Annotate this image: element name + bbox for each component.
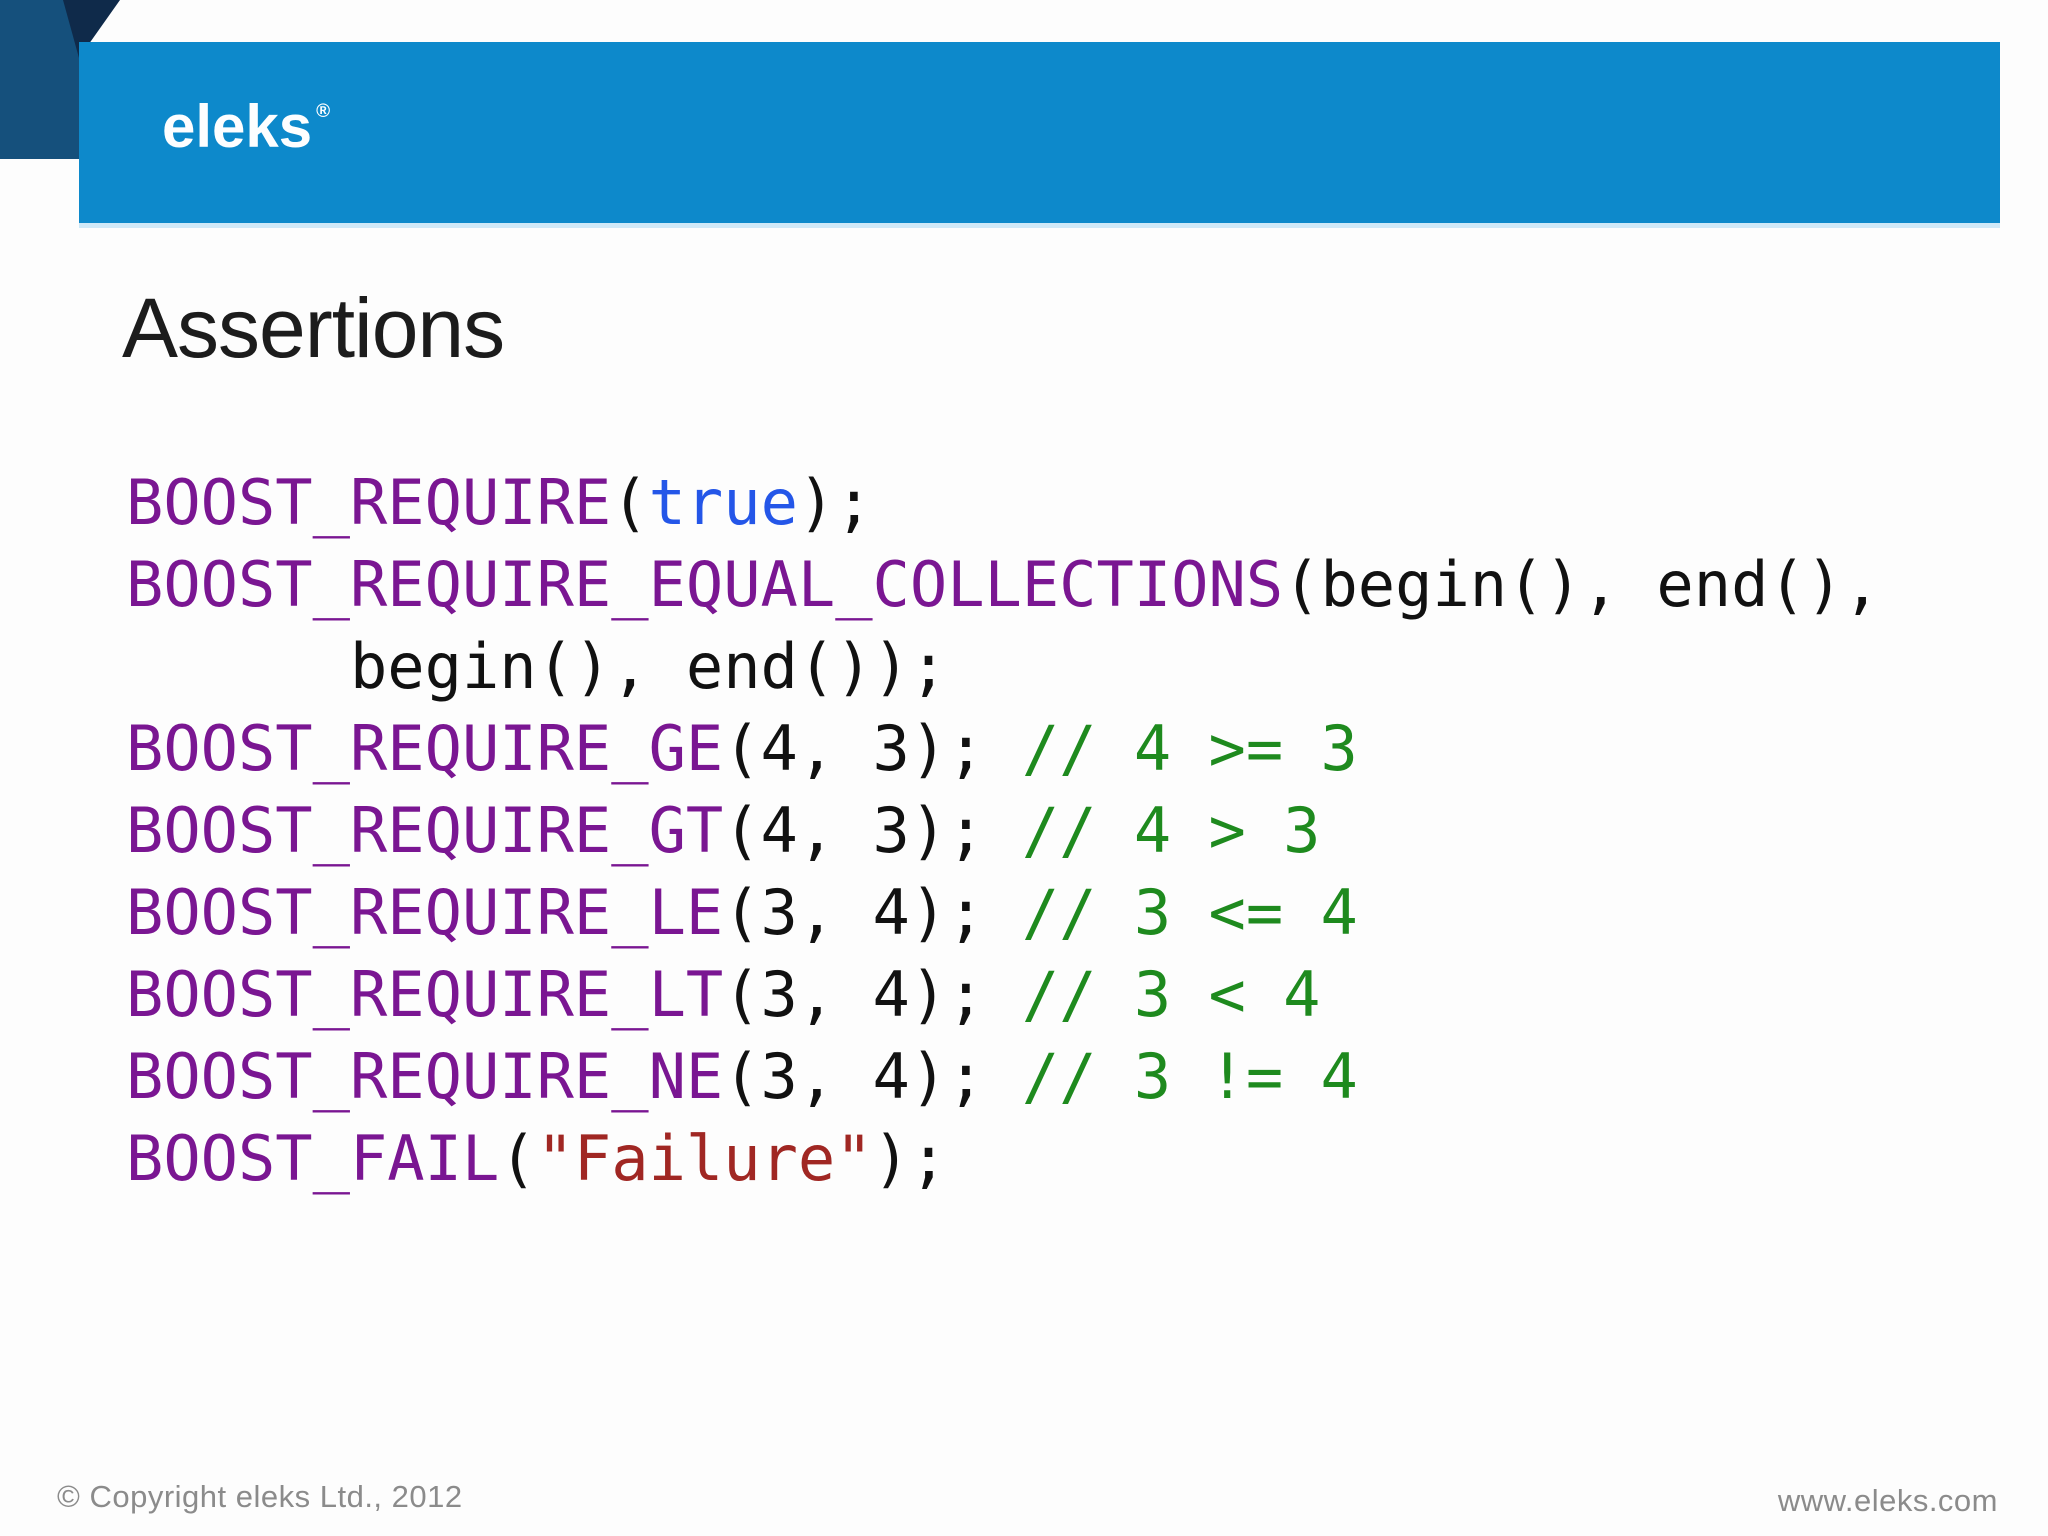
code-block: BOOST_REQUIRE(true);BOOST_REQUIRE_EQUAL_… — [126, 462, 1880, 1200]
code-line: BOOST_REQUIRE_NE(3, 4); // 3 != 4 — [126, 1036, 1880, 1118]
code-segment-macro: BOOST_REQUIRE_GT — [126, 794, 724, 867]
code-segment-plain: (begin(), end(), — [1283, 548, 1881, 621]
code-segment-plain: (3, 4); — [723, 958, 1022, 1031]
code-line: BOOST_REQUIRE(true); — [126, 462, 1880, 544]
eleks-logo: eleks® — [162, 94, 330, 160]
corner-accent-triangle — [63, 0, 120, 58]
code-segment-macro: BOOST_REQUIRE — [126, 466, 612, 539]
code-line: BOOST_FAIL("Failure"); — [126, 1118, 1880, 1200]
code-segment-macro: BOOST_REQUIRE_EQUAL_COLLECTIONS — [126, 548, 1284, 621]
code-line: BOOST_REQUIRE_GT(4, 3); // 4 > 3 — [126, 790, 1880, 872]
code-line: BOOST_REQUIRE_GE(4, 3); // 4 >= 3 — [126, 708, 1880, 790]
code-segment-plain: (3, 4); — [723, 876, 1022, 949]
code-line: BOOST_REQUIRE_LT(3, 4); // 3 < 4 — [126, 954, 1880, 1036]
header-bar — [79, 42, 2000, 228]
code-segment-comment: // 4 > 3 — [1021, 794, 1321, 867]
code-segment-plain: ); — [797, 466, 873, 539]
registered-trademark-icon: ® — [316, 101, 331, 122]
code-segment-plain: (3, 4); — [723, 1040, 1022, 1113]
code-segment-comment: // 4 >= 3 — [1021, 712, 1358, 785]
code-segment-string: "Failure" — [536, 1122, 873, 1195]
code-segment-plain: begin(), end()); — [126, 630, 948, 703]
code-line: begin(), end()); — [126, 626, 1880, 708]
code-segment-plain: (4, 3); — [723, 712, 1022, 785]
code-segment-macro: BOOST_REQUIRE_LT — [126, 958, 724, 1031]
code-segment-macro: BOOST_REQUIRE_NE — [126, 1040, 724, 1113]
code-segment-macro: BOOST_FAIL — [126, 1122, 500, 1195]
slide-title: Assertions — [122, 281, 505, 375]
website-url: www.eleks.com — [1777, 1483, 1998, 1518]
code-segment-keyword: true — [648, 466, 798, 539]
code-segment-comment: // 3 != 4 — [1021, 1040, 1358, 1113]
corner-accent-block — [0, 0, 79, 159]
code-line: BOOST_REQUIRE_LE(3, 4); // 3 <= 4 — [126, 872, 1880, 954]
code-segment-plain: (4, 3); — [723, 794, 1022, 867]
code-line: BOOST_REQUIRE_EQUAL_COLLECTIONS(begin(),… — [126, 544, 1880, 626]
code-segment-plain: ); — [872, 1122, 948, 1195]
code-segment-comment: // 3 < 4 — [1021, 958, 1321, 1031]
eleks-logo-text: eleks — [162, 93, 313, 160]
code-segment-comment: // 3 <= 4 — [1021, 876, 1358, 949]
code-segment-macro: BOOST_REQUIRE_GE — [126, 712, 724, 785]
code-segment-macro: BOOST_REQUIRE_LE — [126, 876, 724, 949]
code-segment-plain: ( — [499, 1122, 537, 1195]
code-segment-plain: ( — [611, 466, 649, 539]
copyright-notice: © Copyright eleks Ltd., 2012 — [57, 1479, 463, 1514]
